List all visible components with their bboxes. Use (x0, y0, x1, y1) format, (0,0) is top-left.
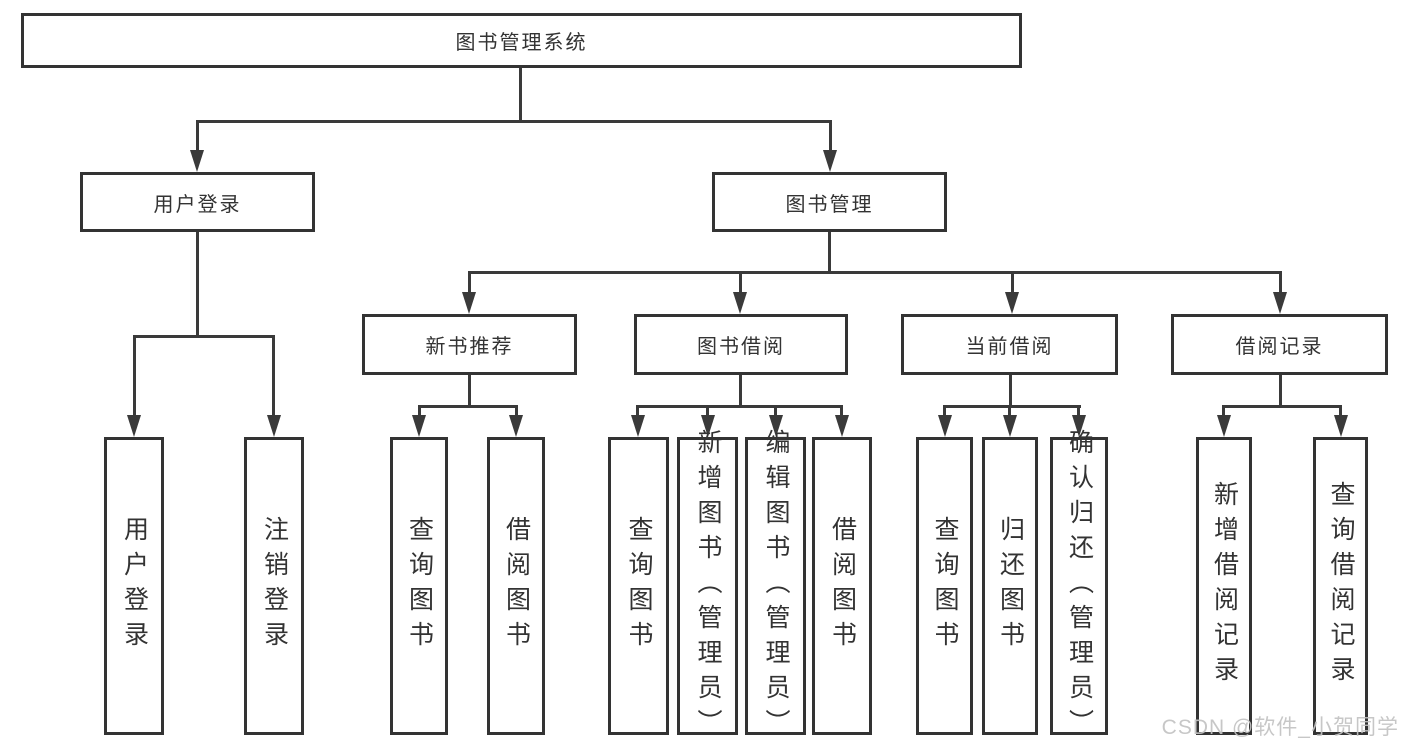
leaf-query-books-recommend: 查询图书 (390, 437, 448, 735)
connector-line (774, 405, 777, 419)
node-root-label: 图书管理系统 (455, 32, 588, 54)
node-current-borrow-label: 当前借阅 (965, 336, 1054, 358)
leaf-query-borrow-record: 查询借阅记录 (1313, 437, 1368, 735)
arrowhead (267, 415, 281, 437)
connector-line (1011, 271, 1014, 297)
node-current-borrow: 当前借阅 (901, 314, 1118, 375)
connector-line (515, 405, 518, 419)
arrowhead (1273, 292, 1287, 314)
leaf-borrow-books-recommend: 借阅图书 (487, 437, 545, 735)
leaf-add-books-admin-label: 新增图书（管理员） (694, 428, 722, 744)
leaf-add-borrow-record-label: 新增借阅记录 (1210, 481, 1239, 691)
arrowhead (1334, 415, 1348, 437)
connector-line (829, 120, 832, 154)
connector-line (133, 335, 275, 338)
connector-line (636, 405, 639, 419)
arrowhead (127, 415, 141, 437)
connector-line (943, 405, 946, 419)
connector-line (468, 271, 1282, 274)
leaf-borrow-books: 借阅图书 (812, 437, 872, 735)
node-borrow-records-label: 借阅记录 (1235, 336, 1324, 358)
arrowhead (701, 415, 715, 437)
csdn-watermark: CSDN @软件_小贺同学 (1161, 716, 1399, 739)
connector-line (1008, 405, 1011, 419)
node-user-login: 用户登录 (80, 172, 315, 232)
connector-line (133, 335, 136, 419)
arrowhead (733, 292, 747, 314)
leaf-edit-books-admin-label: 编辑图书（管理员） (762, 428, 790, 744)
connector-line (637, 405, 843, 408)
arrowhead (1217, 415, 1231, 437)
leaf-query-books-borrow-label: 查询图书 (625, 516, 653, 656)
node-book-borrow: 图书借阅 (634, 314, 848, 375)
node-borrow-records: 借阅记录 (1171, 314, 1388, 375)
node-new-book-recommend: 新书推荐 (362, 314, 577, 375)
leaf-logout: 注销登录 (244, 437, 304, 735)
connector-line (418, 405, 421, 419)
leaf-query-borrow-record-label: 查询借阅记录 (1327, 481, 1355, 691)
connector-line (1009, 375, 1012, 408)
arrowhead (631, 415, 645, 437)
leaf-borrow-books-recommend-label: 借阅图书 (502, 516, 531, 656)
leaf-edit-books-admin: 编辑图书（管理员） (745, 429, 806, 744)
arrowhead (1003, 415, 1017, 437)
leaf-return-books-label: 归还图书 (996, 516, 1025, 656)
connector-line (196, 232, 199, 338)
leaf-user-login-label: 用户登录 (120, 516, 149, 656)
connector-line (196, 120, 832, 123)
connector-line (418, 405, 518, 408)
connector-line (1222, 405, 1225, 419)
arrowhead (938, 415, 952, 437)
arrowhead (462, 292, 476, 314)
leaf-borrow-books-label: 借阅图书 (828, 516, 857, 656)
arrowhead (509, 415, 523, 437)
arrowhead (835, 415, 849, 437)
arrowhead (190, 150, 204, 172)
leaf-query-books-current: 查询图书 (916, 437, 973, 735)
arrowhead (769, 415, 783, 437)
node-book-management: 图书管理 (712, 172, 947, 232)
connector-line (1279, 271, 1282, 297)
leaf-logout-label: 注销登录 (260, 516, 289, 656)
leaf-add-books-admin: 新增图书（管理员） (677, 429, 738, 744)
leaf-confirm-return-admin-label: 确认归还（管理员） (1065, 428, 1094, 744)
leaf-confirm-return-admin: 确认归还（管理员） (1050, 429, 1108, 744)
node-user-login-label: 用户登录 (153, 193, 242, 216)
connector-line (739, 375, 742, 408)
arrowhead (1072, 415, 1086, 437)
leaf-query-books-current-label: 查询图书 (931, 516, 959, 656)
connector-line (272, 335, 275, 419)
connector-line (944, 405, 1081, 408)
node-book-borrow-label: 图书借阅 (697, 336, 785, 358)
connector-line (519, 68, 522, 123)
connector-line (840, 405, 843, 419)
arrowhead (412, 415, 426, 437)
arrowhead (823, 150, 837, 172)
connector-line (1339, 405, 1342, 419)
connector-line (1279, 375, 1282, 408)
connector-line (739, 271, 742, 297)
arrowhead (1005, 292, 1019, 314)
connector-line (468, 271, 471, 297)
leaf-query-books-recommend-label: 查询图书 (405, 516, 434, 656)
connector-line (1223, 405, 1342, 408)
leaf-return-books: 归还图书 (982, 437, 1038, 735)
connector-line (196, 120, 199, 154)
leaf-add-borrow-record: 新增借阅记录 (1196, 437, 1252, 735)
connector-line (1077, 405, 1080, 419)
node-book-management-label: 图书管理 (785, 193, 874, 216)
leaf-user-login: 用户登录 (104, 437, 164, 735)
connector-line (706, 405, 709, 419)
connector-line (828, 232, 831, 274)
connector-line (468, 375, 471, 408)
node-root: 图书管理系统 (21, 13, 1022, 68)
leaf-query-books-borrow: 查询图书 (608, 437, 669, 735)
node-new-book-recommend-label: 新书推荐 (425, 336, 514, 358)
